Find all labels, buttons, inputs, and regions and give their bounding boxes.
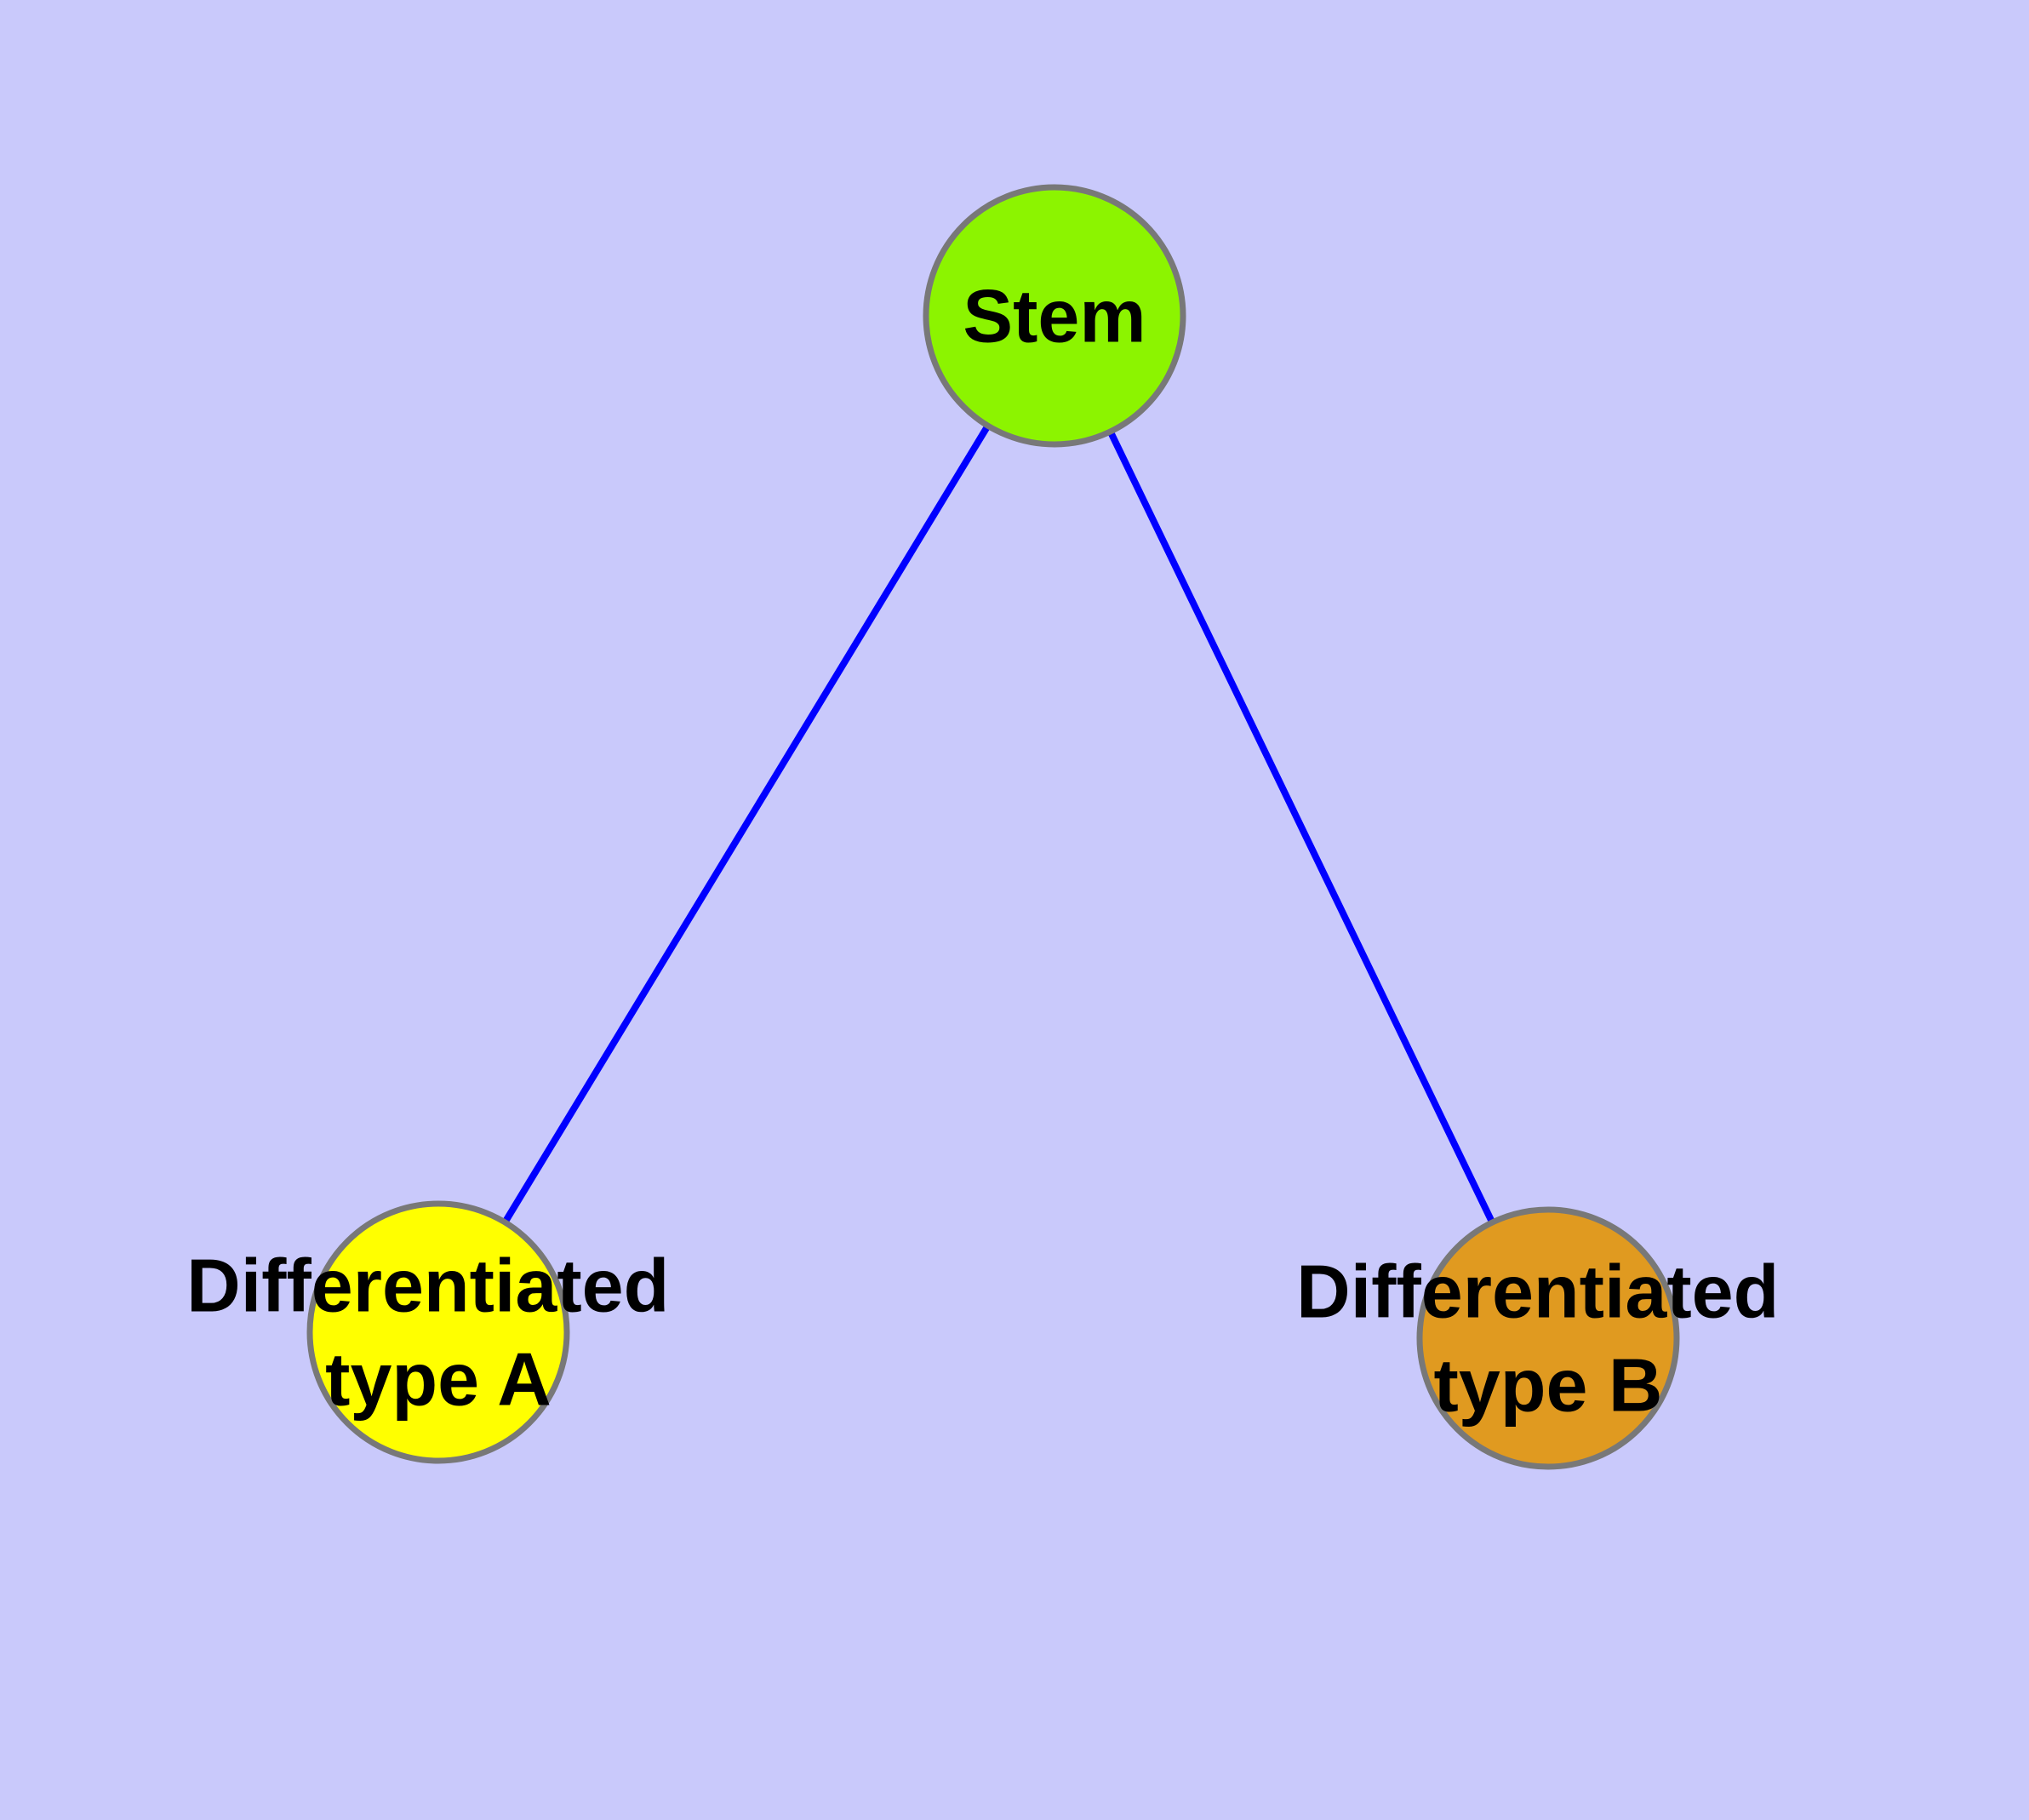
type-b-node-circle [1416,1206,1680,1470]
type-a-label-line-2: type A [325,1337,552,1422]
type-b-node-label: Differentiated type B [1296,1223,1800,1428]
node-differentiated-type-b: Differentiated type B [1296,1206,1800,1470]
type-a-node-circle [306,1200,570,1464]
edge-stem-to-type-a [435,313,1058,1335]
node-differentiated-type-a: Differentiated type A [186,1200,690,1464]
type-a-label-line-1: Differentiated [186,1244,669,1328]
edge-stem-to-type-b [1051,314,1552,1340]
type-a-node-label: Differentiated type A [186,1217,690,1422]
type-b-label-line-2: type B [1434,1343,1663,1428]
stem-node-circle [923,184,1186,448]
node-stem: Stem [923,184,1186,448]
stem-label-line-1: Stem [963,274,1146,358]
type-b-label-line-1: Differentiated [1296,1250,1779,1334]
stem-node-label: Stem [963,274,1146,358]
